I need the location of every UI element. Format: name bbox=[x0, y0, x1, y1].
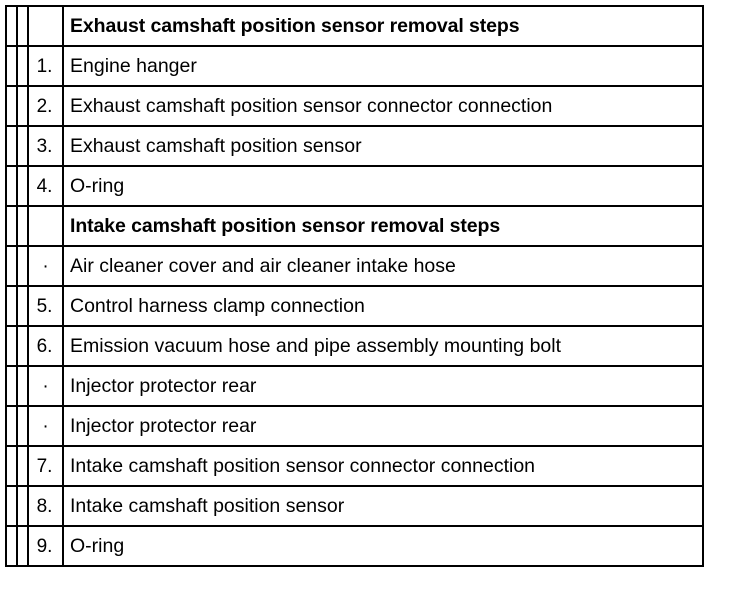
table-row: 6.Emission vacuum hose and pipe assembly… bbox=[5, 325, 704, 367]
row-bullet-marker: · bbox=[27, 405, 64, 447]
table-row: ·Air cleaner cover and air cleaner intak… bbox=[5, 245, 704, 287]
row-number-marker: 4. bbox=[27, 165, 64, 207]
row-spacer-cell-a bbox=[5, 85, 18, 127]
step-description: Intake camshaft position sensor bbox=[62, 485, 704, 527]
row-number-marker: 9. bbox=[27, 525, 64, 567]
row-spacer-cell-b bbox=[16, 405, 29, 447]
table-row: 5.Control harness clamp connection bbox=[5, 285, 704, 327]
table-row: 8.Intake camshaft position sensor bbox=[5, 485, 704, 527]
step-description: Injector protector rear bbox=[62, 405, 704, 447]
row-spacer-cell-b bbox=[16, 45, 29, 87]
row-spacer-cell-a bbox=[5, 485, 18, 527]
table-row: Intake camshaft position sensor removal … bbox=[5, 205, 704, 247]
row-spacer-cell-b bbox=[16, 85, 29, 127]
row-number-marker: 8. bbox=[27, 485, 64, 527]
row-spacer-cell-a bbox=[5, 165, 18, 207]
row-number-marker bbox=[27, 5, 64, 47]
removal-steps-table: Exhaust camshaft position sensor removal… bbox=[5, 5, 704, 567]
row-number-marker: 5. bbox=[27, 285, 64, 327]
step-description: Air cleaner cover and air cleaner intake… bbox=[62, 245, 704, 287]
table-row: 1.Engine hanger bbox=[5, 45, 704, 87]
table-row: 3.Exhaust camshaft position sensor bbox=[5, 125, 704, 167]
row-spacer-cell-a bbox=[5, 205, 18, 247]
table-row: 7.Intake camshaft position sensor connec… bbox=[5, 445, 704, 487]
table-row: Exhaust camshaft position sensor removal… bbox=[5, 5, 704, 47]
row-spacer-cell-b bbox=[16, 245, 29, 287]
row-spacer-cell-a bbox=[5, 125, 18, 167]
table-row: 4.O-ring bbox=[5, 165, 704, 207]
row-spacer-cell-a bbox=[5, 525, 18, 567]
row-spacer-cell-b bbox=[16, 365, 29, 407]
step-description: Exhaust camshaft position sensor connect… bbox=[62, 85, 704, 127]
table-row: ·Injector protector rear bbox=[5, 365, 704, 407]
row-spacer-cell-b bbox=[16, 205, 29, 247]
step-description: Emission vacuum hose and pipe assembly m… bbox=[62, 325, 704, 367]
step-description: Engine hanger bbox=[62, 45, 704, 87]
row-spacer-cell-a bbox=[5, 45, 18, 87]
row-number-marker: 3. bbox=[27, 125, 64, 167]
table-row: 2.Exhaust camshaft position sensor conne… bbox=[5, 85, 704, 127]
step-description: O-ring bbox=[62, 165, 704, 207]
row-spacer-cell-b bbox=[16, 525, 29, 567]
row-number-marker bbox=[27, 205, 64, 247]
row-spacer-cell-b bbox=[16, 285, 29, 327]
section-header-label: Exhaust camshaft position sensor removal… bbox=[62, 5, 704, 47]
row-spacer-cell-a bbox=[5, 285, 18, 327]
step-description: Exhaust camshaft position sensor bbox=[62, 125, 704, 167]
row-spacer-cell-b bbox=[16, 125, 29, 167]
row-number-marker: 6. bbox=[27, 325, 64, 367]
table-row: 9.O-ring bbox=[5, 525, 704, 567]
section-header-label: Intake camshaft position sensor removal … bbox=[62, 205, 704, 247]
row-spacer-cell-b bbox=[16, 5, 29, 47]
row-spacer-cell-a bbox=[5, 245, 18, 287]
row-number-marker: 7. bbox=[27, 445, 64, 487]
row-number-marker: 1. bbox=[27, 45, 64, 87]
row-spacer-cell-a bbox=[5, 365, 18, 407]
row-spacer-cell-b bbox=[16, 165, 29, 207]
row-spacer-cell-b bbox=[16, 325, 29, 367]
step-description: Control harness clamp connection bbox=[62, 285, 704, 327]
row-spacer-cell-b bbox=[16, 445, 29, 487]
row-spacer-cell-a bbox=[5, 5, 18, 47]
row-spacer-cell-a bbox=[5, 445, 18, 487]
step-description: Intake camshaft position sensor connecto… bbox=[62, 445, 704, 487]
row-spacer-cell-a bbox=[5, 405, 18, 447]
table-row: ·Injector protector rear bbox=[5, 405, 704, 447]
row-spacer-cell-b bbox=[16, 485, 29, 527]
row-spacer-cell-a bbox=[5, 325, 18, 367]
row-bullet-marker: · bbox=[27, 365, 64, 407]
step-description: Injector protector rear bbox=[62, 365, 704, 407]
row-number-marker: 2. bbox=[27, 85, 64, 127]
row-bullet-marker: · bbox=[27, 245, 64, 287]
step-description: O-ring bbox=[62, 525, 704, 567]
table-body: Exhaust camshaft position sensor removal… bbox=[5, 5, 704, 567]
